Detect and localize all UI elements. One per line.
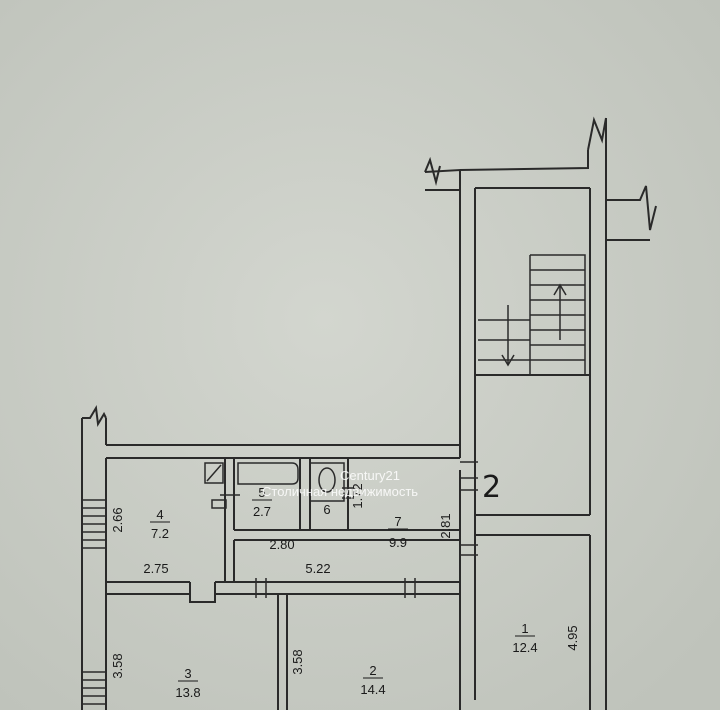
room-2-area: 14.4: [360, 682, 385, 697]
staircase: [478, 254, 586, 375]
window-marks: [82, 499, 106, 705]
dim-room1-height: 4.95: [565, 625, 580, 650]
dim-room6-height: 1.72: [350, 483, 365, 508]
dim-corridor-height: 2.81: [438, 513, 453, 538]
bath-fixtures: [204, 462, 345, 509]
bathtub-fixture: [237, 462, 299, 485]
room-6-number: 6: [323, 502, 330, 517]
dim-room4-height: 2.66: [110, 507, 125, 532]
dim-room3-height: 3.58: [110, 653, 125, 678]
room-4-area: 7.2: [151, 526, 169, 541]
room-labels: 4 7.2 5 2.7 6 7 9.9 3 13.8 2 14.4 1 12.4: [150, 485, 538, 700]
room-7-number: 7: [394, 514, 401, 529]
room-5-number: 5: [258, 485, 265, 500]
dim-room4-width: 2.75: [143, 561, 168, 576]
sink-fixture: [204, 462, 224, 484]
handwritten-mark: 2: [482, 470, 501, 505]
walls: [81, 116, 657, 710]
watermark-line1: Century21: [340, 468, 400, 483]
watermark-line2: Столичная недвижимость: [262, 484, 418, 499]
toilet-fixture: [318, 467, 336, 493]
room-2-number: 2: [369, 663, 376, 678]
room-1-area: 12.4: [512, 640, 537, 655]
dim-corridor-length: 5.22: [305, 561, 330, 576]
room-7-area: 9.9: [389, 535, 407, 550]
dim-room5-width: 2.80: [269, 537, 294, 552]
dimension-labels: 2.66 2.75 2.80 1.72 5.22 2.81 3.58 3.58 …: [110, 483, 580, 678]
room-1-number: 1: [521, 621, 528, 636]
room-5-area: 2.7: [253, 504, 271, 519]
watermark: Century21 Столичная недвижимость: [262, 468, 418, 499]
room-3-area: 13.8: [175, 685, 200, 700]
room-3-number: 3: [184, 666, 191, 681]
room-4-number: 4: [156, 507, 163, 522]
dim-room2-height: 3.58: [290, 649, 305, 674]
